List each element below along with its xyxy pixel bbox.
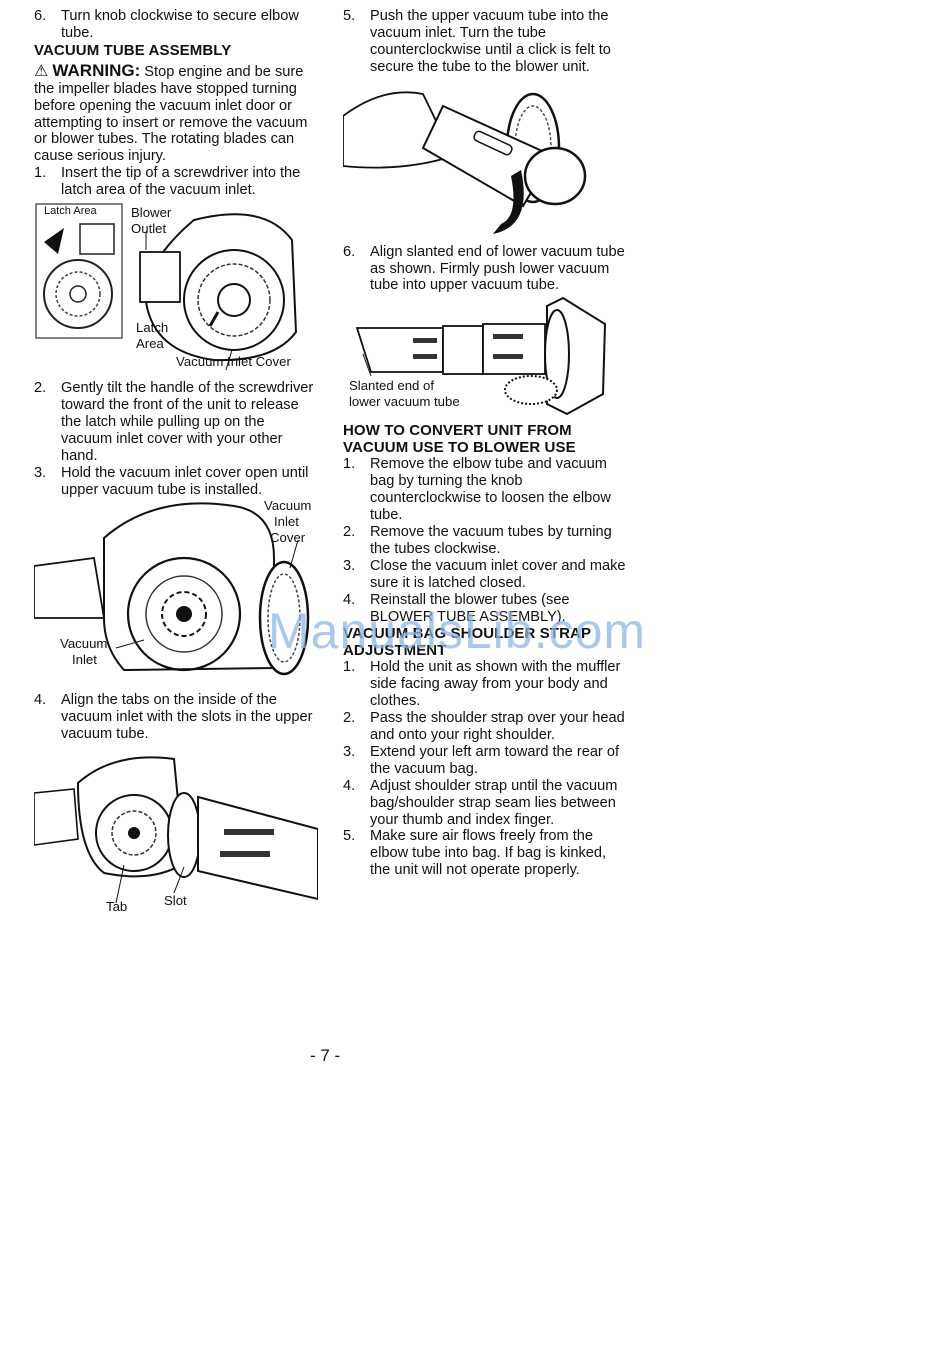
step-2: 2. Gently tilt the handle of the screwdr… <box>34 380 314 464</box>
step-3: 3. Hold the vacuum inlet cover open unti… <box>34 464 309 498</box>
page-number: - 7 - <box>310 1046 341 1065</box>
list-item: 1.Remove the elbow tube and vacuum bag b… <box>343 456 611 524</box>
step-4: 4. Align the tabs on the inside of the v… <box>34 692 313 743</box>
list-item: 3.Extend your left arm toward the rear o… <box>343 743 620 777</box>
figure-slanted-end: Slanted end of lower vacuum tube <box>343 294 628 422</box>
heading-vacuum-tube-assembly: VACUUM TUBE ASSEMBLY <box>34 41 232 59</box>
label-tab: Tab <box>106 899 128 915</box>
label-outlet: Outlet <box>131 221 167 237</box>
label-latch-area-inset: Latch Area <box>44 205 97 218</box>
label-inlet-top: Inlet <box>274 514 299 530</box>
warning-text: Stop engine and be sure the impeller bla… <box>34 63 308 165</box>
watermark: ManualsLib.com <box>268 603 647 659</box>
label-lower-vacuum-tube: lower vacuum tube <box>349 394 460 410</box>
list-item: 4.Adjust shoulder strap until the vacuum… <box>343 777 618 828</box>
warning-block: ⚠ WARNING: Stop engine and be sure the i… <box>34 60 316 165</box>
label-slanted-end: Slanted end of <box>349 378 435 394</box>
list-item: 1.Hold the unit as shown with the muffle… <box>343 659 621 710</box>
blower-latch-illustration <box>35 203 298 371</box>
figure-latch-area: Latch Area Blower Outlet Latch Area Vacu… <box>34 202 316 374</box>
step-1: 1. Insert the tip of a screwdriver into … <box>34 165 301 199</box>
label-blower: Blower <box>131 205 172 221</box>
convert-steps-list: 1.Remove the elbow tube and vacuum bag b… <box>343 456 628 625</box>
label-vacuum-top: Vacuum <box>264 498 312 514</box>
label-cover-top: Cover <box>270 530 306 546</box>
heading-shoulder-strap: VACUUM BAG SHOULDER STRAP ADJUSTMENT <box>343 625 591 660</box>
heading-convert-unit: HOW TO CONVERT UNIT FROM VACUUM USE TO B… <box>343 422 576 457</box>
vacuum-inlet-open-illustration <box>34 502 310 676</box>
left-column: 6. Turn knob clockwise to secure elbow t… <box>34 8 318 921</box>
label-area: Area <box>136 336 164 352</box>
list-item: 5.Make sure air flows freely from the el… <box>343 828 607 879</box>
figure-tube-install <box>343 76 628 244</box>
warning-label: WARNING: <box>52 60 141 80</box>
label-slot: Slot <box>164 893 187 909</box>
tab-slot-illustration <box>34 756 318 904</box>
figure-vacuum-inlet: Vacuum Inlet Cover Vacuum Inlet <box>34 498 316 686</box>
figure-tab-slot: Tab Slot <box>34 753 318 921</box>
label-inlet-bottom: Inlet <box>72 652 97 668</box>
list-item: 2.Remove the vacuum tubes by turning the… <box>343 523 612 557</box>
right-column: 5. Push the upper vacuum tube into the v… <box>343 8 628 879</box>
list-item: 2.Pass the shoulder strap over your head… <box>343 710 625 744</box>
warning-icon: ⚠ <box>34 62 49 80</box>
step-5: 5. Push the upper vacuum tube into the v… <box>343 8 611 75</box>
lower-tube-illustration <box>355 297 607 416</box>
step-6-right: 6. Align slanted end of lower vacuum tub… <box>343 243 625 294</box>
label-vacuum-inlet-bottom: Vacuum <box>60 636 108 652</box>
tube-push-illustration <box>343 91 587 234</box>
label-latch: Latch <box>136 320 169 336</box>
label-vacuum-inlet-cover: Vacuum Inlet Cover <box>176 354 291 370</box>
list-item: 4.Reinstall the blower tubes (see BLOWER… <box>343 591 570 625</box>
list-item: 3.Close the vacuum inlet cover and make … <box>343 557 626 591</box>
strap-steps-list: 1.Hold the unit as shown with the muffle… <box>343 659 628 879</box>
step-6-left: 6. Turn knob clockwise to secure elbow t… <box>34 8 299 41</box>
